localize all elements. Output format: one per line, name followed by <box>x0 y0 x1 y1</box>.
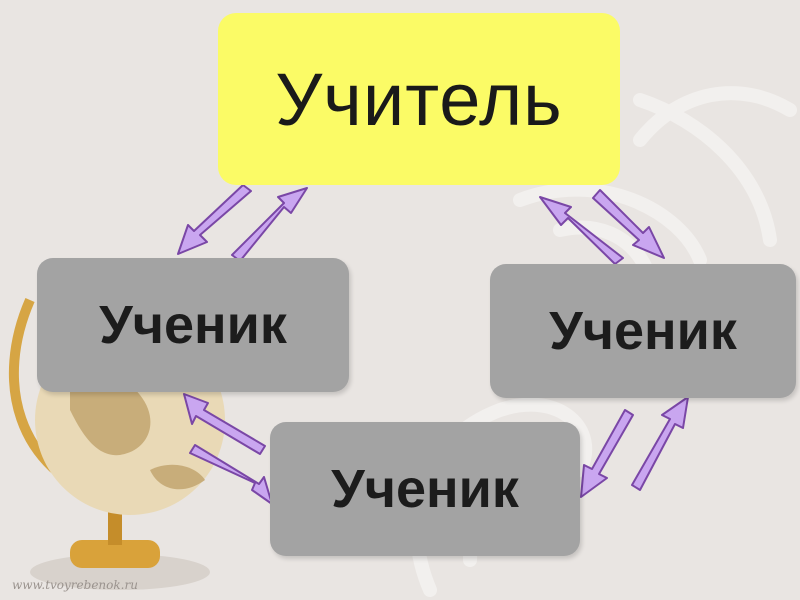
watermark: www.tvoyrebenok.ru <box>12 578 138 592</box>
student-box-left: Ученик <box>37 258 349 392</box>
student-label-right: Ученик <box>549 300 737 362</box>
student-box-bottom: Ученик <box>270 422 580 556</box>
student-label-bottom: Ученик <box>331 458 519 520</box>
student-box-right: Ученик <box>490 264 796 398</box>
teacher-label: Учитель <box>275 57 562 142</box>
student-label-left: Ученик <box>99 294 287 356</box>
teacher-box: Учитель <box>218 13 620 185</box>
